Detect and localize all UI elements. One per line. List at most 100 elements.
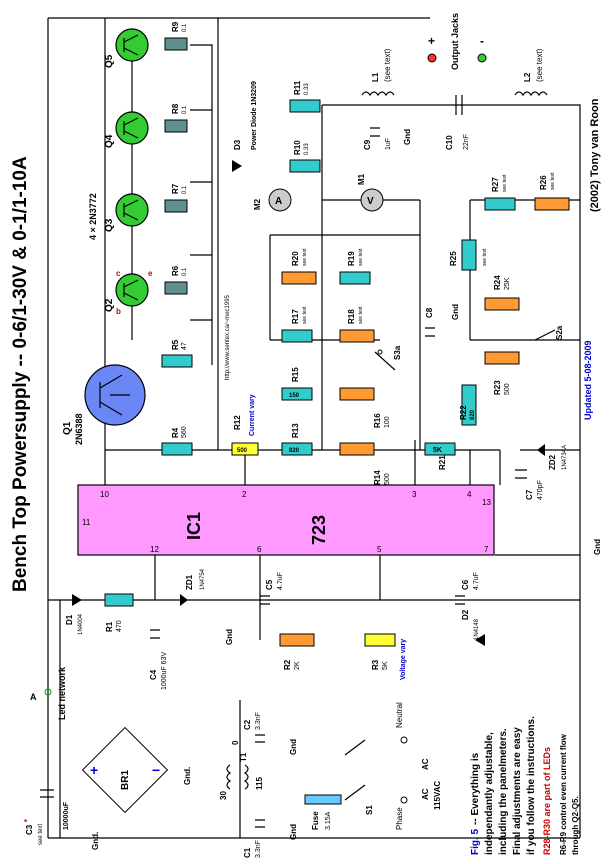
svg-text:1uF: 1uF bbox=[385, 138, 392, 150]
diode-d1: D1 1N4004 bbox=[65, 594, 84, 635]
pot-r2: R2 2K bbox=[279, 633, 315, 670]
svg-text:through Q2-Q5.: through Q2-Q5. bbox=[571, 796, 580, 855]
gnd-label: Gnd bbox=[289, 739, 298, 755]
svg-text:R20: R20 bbox=[291, 251, 300, 266]
switch-s1: S1 bbox=[344, 739, 374, 815]
cap-c2: C2 3.3nF bbox=[243, 712, 265, 743]
svg-text:-: - bbox=[480, 34, 484, 48]
notes-block: Fig. 5 -- Everything is independantly ad… bbox=[470, 716, 580, 855]
svg-text:C7: C7 bbox=[525, 489, 534, 500]
author-url: http://www.sentex.ca/~mec1995 bbox=[225, 294, 231, 380]
transistor-q2: Q2 b c e bbox=[104, 269, 153, 316]
cap-c1: C1 3.3nF bbox=[243, 819, 265, 858]
diode-d2: D2 1N4148 bbox=[461, 609, 485, 646]
resistor-r4: R4 560 bbox=[161, 426, 193, 456]
resistor-r27: R27 see text bbox=[484, 174, 516, 211]
resistor-r22: R22 820 bbox=[459, 384, 477, 426]
svg-text:25K: 25K bbox=[504, 277, 511, 290]
resistor-r13: 820 R13 bbox=[281, 423, 313, 456]
svg-text:0.1: 0.1 bbox=[182, 185, 188, 194]
svg-text:470pF: 470pF bbox=[537, 480, 544, 500]
svg-text:500: 500 bbox=[384, 473, 391, 485]
svg-text:C9: C9 bbox=[363, 139, 372, 150]
svg-text:R27: R27 bbox=[491, 177, 500, 192]
resistor-r9: R9 0.1 bbox=[164, 21, 188, 51]
svg-text:M1: M1 bbox=[357, 173, 366, 185]
gnd-label: Gnd bbox=[451, 304, 460, 320]
svg-text:2K: 2K bbox=[294, 661, 301, 670]
svg-text:723: 723 bbox=[309, 515, 329, 545]
resistor-r6: R6 0.1 bbox=[164, 265, 188, 295]
svg-text:see text: see text bbox=[482, 248, 488, 266]
cap-c3: * C3 see text 10000uF bbox=[24, 789, 70, 845]
svg-text:Q4: Q4 bbox=[104, 134, 115, 148]
svg-text:AC: AC bbox=[421, 758, 430, 770]
transistor-q5: Q5 bbox=[104, 28, 149, 68]
output-jacks: + - Output Jacks bbox=[427, 13, 487, 70]
svg-text:30: 30 bbox=[219, 791, 228, 800]
cap-c8: C8 bbox=[425, 307, 435, 337]
svg-text:T1: T1 bbox=[239, 752, 248, 762]
pot-r23: R23 500 bbox=[484, 351, 520, 395]
bridge-br1: BR1 + − bbox=[81, 726, 169, 814]
svg-text:+: + bbox=[90, 762, 98, 778]
svg-text:R14: R14 bbox=[373, 470, 382, 485]
svg-text:R3: R3 bbox=[371, 659, 380, 670]
ac-input: Neutral Phase AC AC 115VAC bbox=[395, 702, 442, 830]
svg-text:0: 0 bbox=[231, 740, 240, 745]
svg-text:1N4004: 1N4004 bbox=[78, 613, 84, 635]
svg-text:560: 560 bbox=[181, 426, 188, 438]
svg-text:R5: R5 bbox=[171, 339, 180, 350]
resistor-r10: R10 0.33 bbox=[289, 140, 321, 173]
svg-text:C6: C6 bbox=[461, 579, 470, 590]
svg-text:Q3: Q3 bbox=[104, 218, 115, 232]
ic1-723: IC1 723 10 11 12 6 5 2 3 4 13 7 bbox=[77, 484, 495, 556]
svg-text:L2: L2 bbox=[523, 72, 532, 82]
transistor-q1: Q1 2N6388 bbox=[62, 364, 146, 445]
svg-text:3: 3 bbox=[412, 490, 417, 499]
svg-text:R11: R11 bbox=[293, 80, 302, 95]
svg-text:5: 5 bbox=[377, 545, 382, 554]
svg-text:IC1: IC1 bbox=[184, 512, 204, 540]
svg-text:Q2: Q2 bbox=[104, 298, 115, 312]
svg-text:*: * bbox=[24, 818, 28, 827]
pot-r20: R20 see text bbox=[281, 248, 317, 285]
svg-text:ZD1: ZD1 bbox=[185, 574, 194, 590]
svg-text:3.3nF: 3.3nF bbox=[255, 712, 262, 730]
svg-text:7: 7 bbox=[484, 545, 489, 554]
svg-text:5K: 5K bbox=[433, 447, 442, 454]
svg-text:C10: C10 bbox=[445, 135, 454, 150]
svg-text:R18: R18 bbox=[347, 309, 356, 324]
resistor-r5: R5 47 bbox=[161, 339, 193, 368]
svg-text:2N6388: 2N6388 bbox=[74, 413, 84, 445]
svg-text:11: 11 bbox=[82, 518, 91, 527]
switch-s2a: S2a bbox=[534, 325, 564, 341]
svg-text:if you follow the instructions: if you follow the instructions. bbox=[526, 716, 537, 855]
svg-text:Q5: Q5 bbox=[104, 54, 115, 68]
svg-text:R6-R9 control even current flo: R6-R9 control even current flow bbox=[559, 733, 568, 855]
svg-text:R6: R6 bbox=[171, 265, 180, 276]
svg-text:820: 820 bbox=[289, 448, 300, 454]
copyright: (2002) Tony van Roon bbox=[589, 98, 601, 212]
gnd-label: Gnd bbox=[225, 629, 234, 645]
svg-text:13: 13 bbox=[482, 498, 491, 507]
svg-text:including the panelmeters.: including the panelmeters. bbox=[498, 728, 509, 855]
svg-text:R8: R8 bbox=[171, 103, 180, 114]
diode-d3: D3 Power Diode 1N3209 bbox=[232, 81, 258, 172]
svg-text:47: 47 bbox=[181, 342, 188, 350]
svg-text:C3: C3 bbox=[25, 824, 34, 835]
svg-text:0.1: 0.1 bbox=[182, 23, 188, 32]
pot-r26: R26 see text bbox=[534, 172, 570, 211]
svg-text:A: A bbox=[30, 692, 37, 702]
led-network: A Led network bbox=[30, 666, 67, 720]
pot-r3: R3 5K Voltage vary bbox=[364, 633, 407, 680]
svg-text:R25: R25 bbox=[449, 251, 458, 266]
cap-c4: C4 1000uF 63V bbox=[149, 629, 168, 690]
svg-text:22nF: 22nF bbox=[463, 134, 470, 150]
svg-text:M2: M2 bbox=[253, 198, 262, 210]
svg-text:V: V bbox=[367, 196, 374, 207]
svg-text:D2: D2 bbox=[461, 609, 470, 620]
svg-text:100: 100 bbox=[384, 416, 391, 428]
zener-zd2: ZD2 1N4734A bbox=[537, 444, 568, 470]
